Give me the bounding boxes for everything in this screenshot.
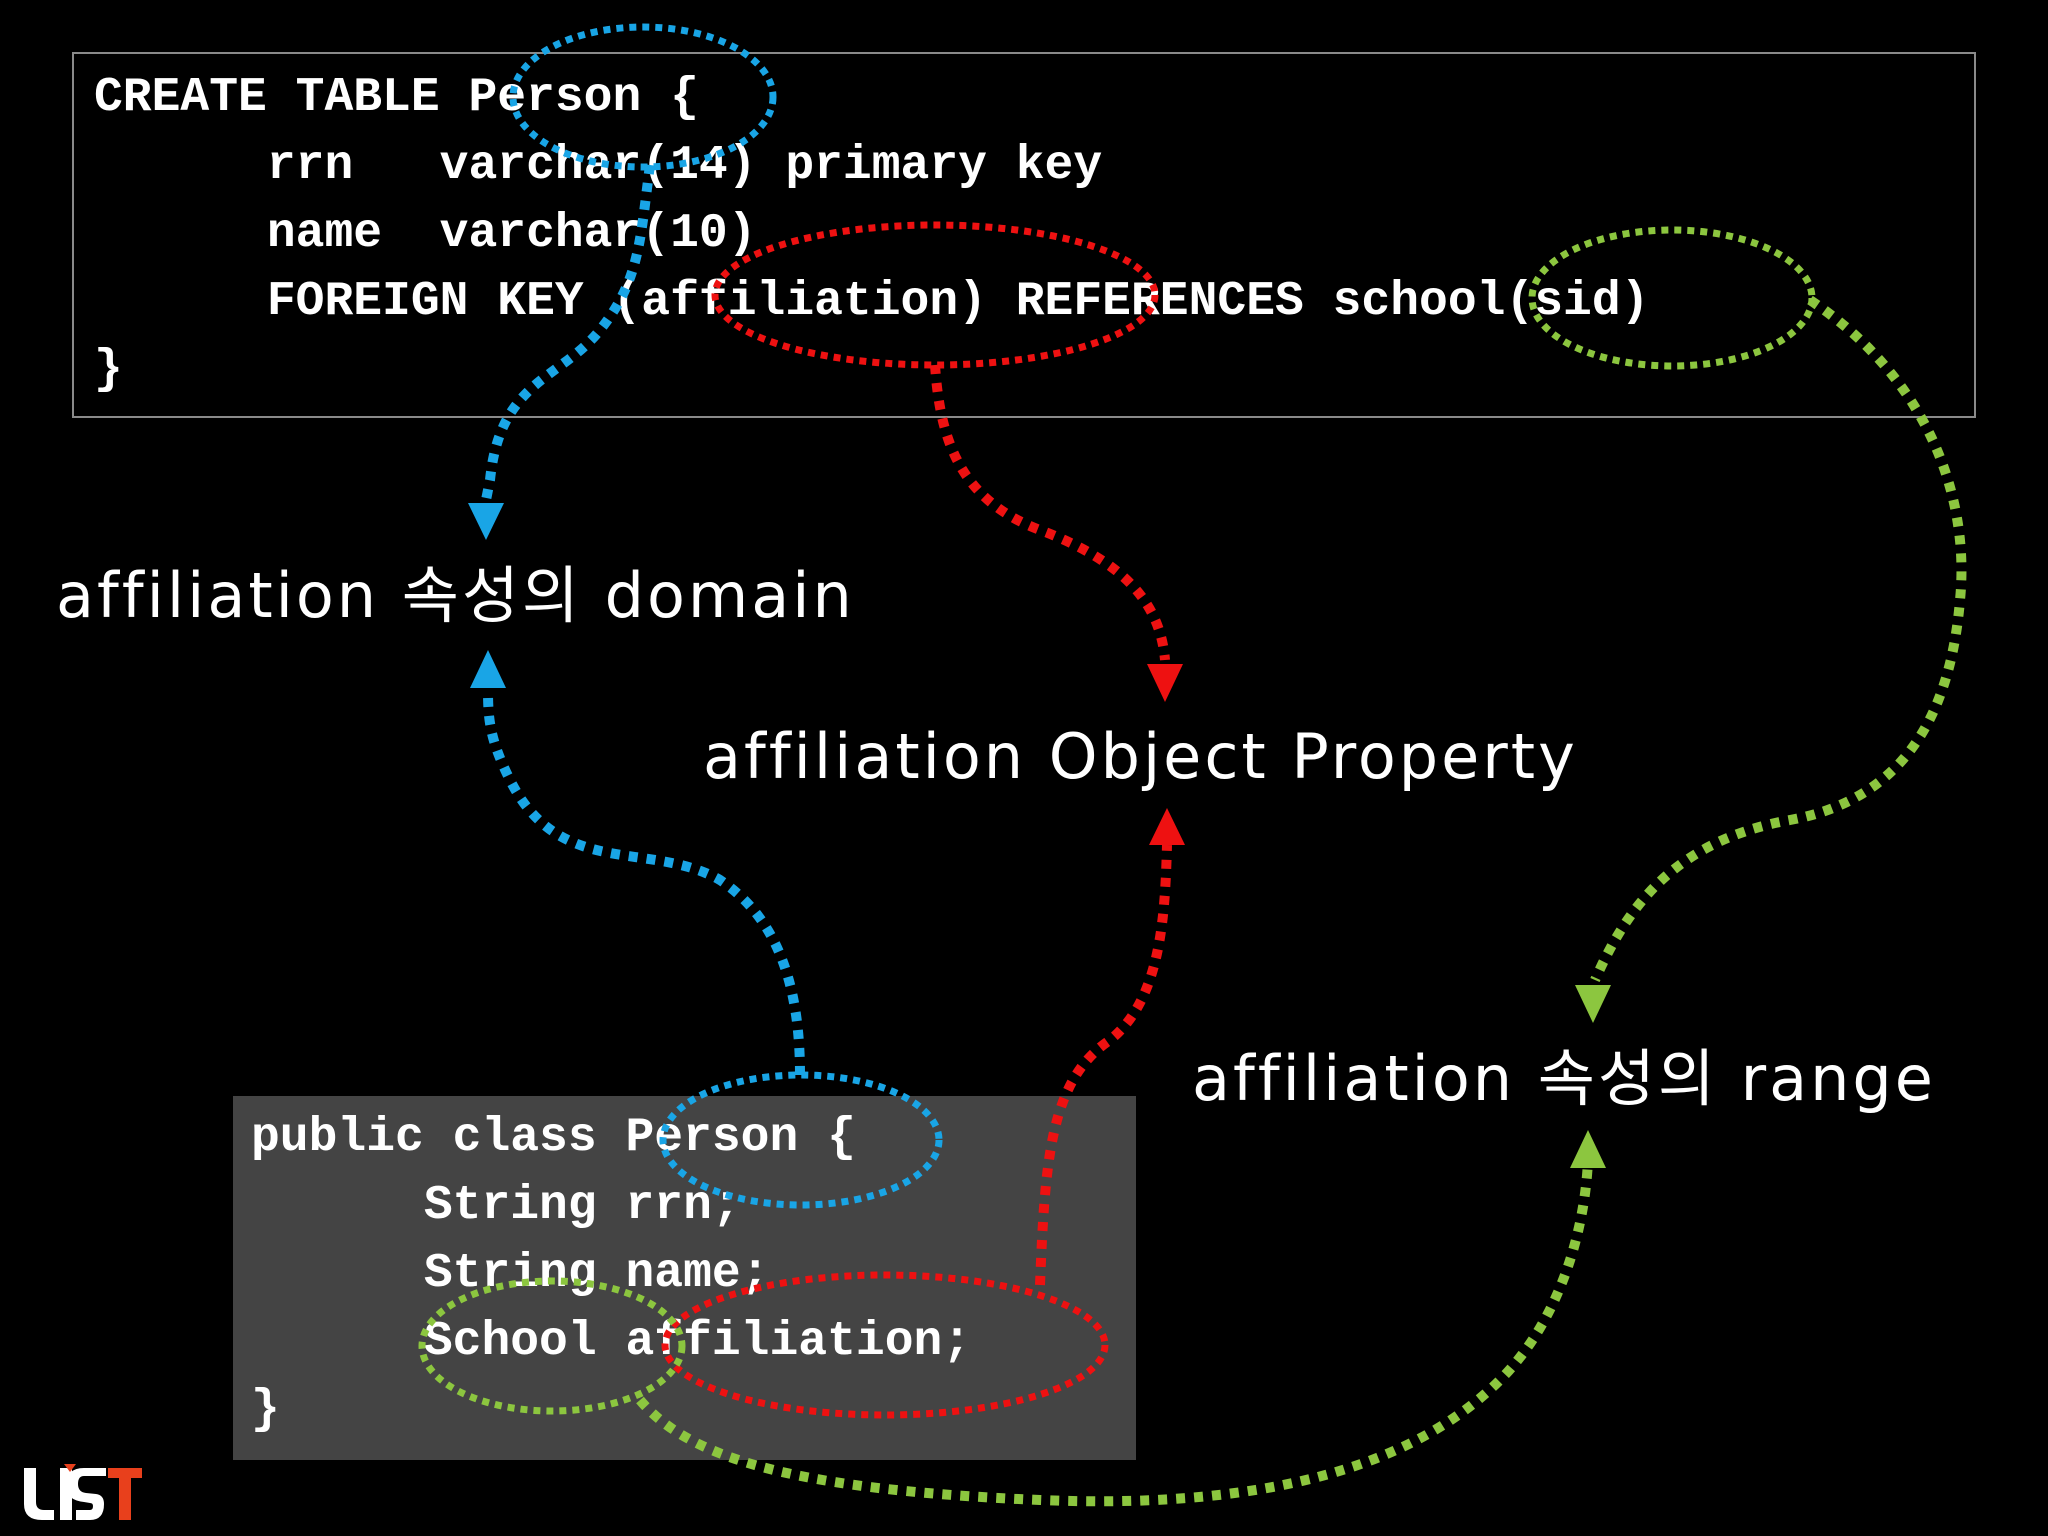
sql-line-1: CREATE TABLE Person { [94, 71, 699, 125]
java-line-4: School affiliation; [251, 1315, 972, 1369]
range-label: affiliation 속성의 range [1192, 1042, 1936, 1115]
domain-label: affiliation 속성의 domain [56, 559, 855, 632]
domain-arrowhead-bottom [470, 650, 506, 688]
sql-line-5: } [94, 343, 123, 397]
ust-logo [24, 1464, 142, 1520]
property-arrowhead-top [1147, 664, 1183, 702]
sql-line-4: FOREIGN KEY (affiliation) REFERENCES sch… [94, 275, 1650, 329]
java-line-3: String name; [251, 1247, 770, 1301]
java-line-5: } [251, 1383, 280, 1437]
sql-line-2: rrn varchar(14) primary key [94, 139, 1103, 193]
java-code-block: public class Person { String rrn; String… [233, 1096, 1136, 1460]
range-arrowhead-top [1575, 985, 1611, 1023]
sql-line-3: name varchar(10) [94, 207, 757, 261]
domain-arrowhead-top [468, 503, 504, 540]
range-arrowhead-bottom [1570, 1130, 1606, 1168]
java-line-1: public class Person { [251, 1111, 856, 1165]
sql-code-block: CREATE TABLE Person { rrn varchar(14) pr… [72, 52, 1976, 418]
java-line-2: String rrn; [251, 1179, 741, 1233]
object-property-label: affiliation Object Property [703, 720, 1578, 793]
property-arrowhead-bottom [1149, 808, 1185, 845]
